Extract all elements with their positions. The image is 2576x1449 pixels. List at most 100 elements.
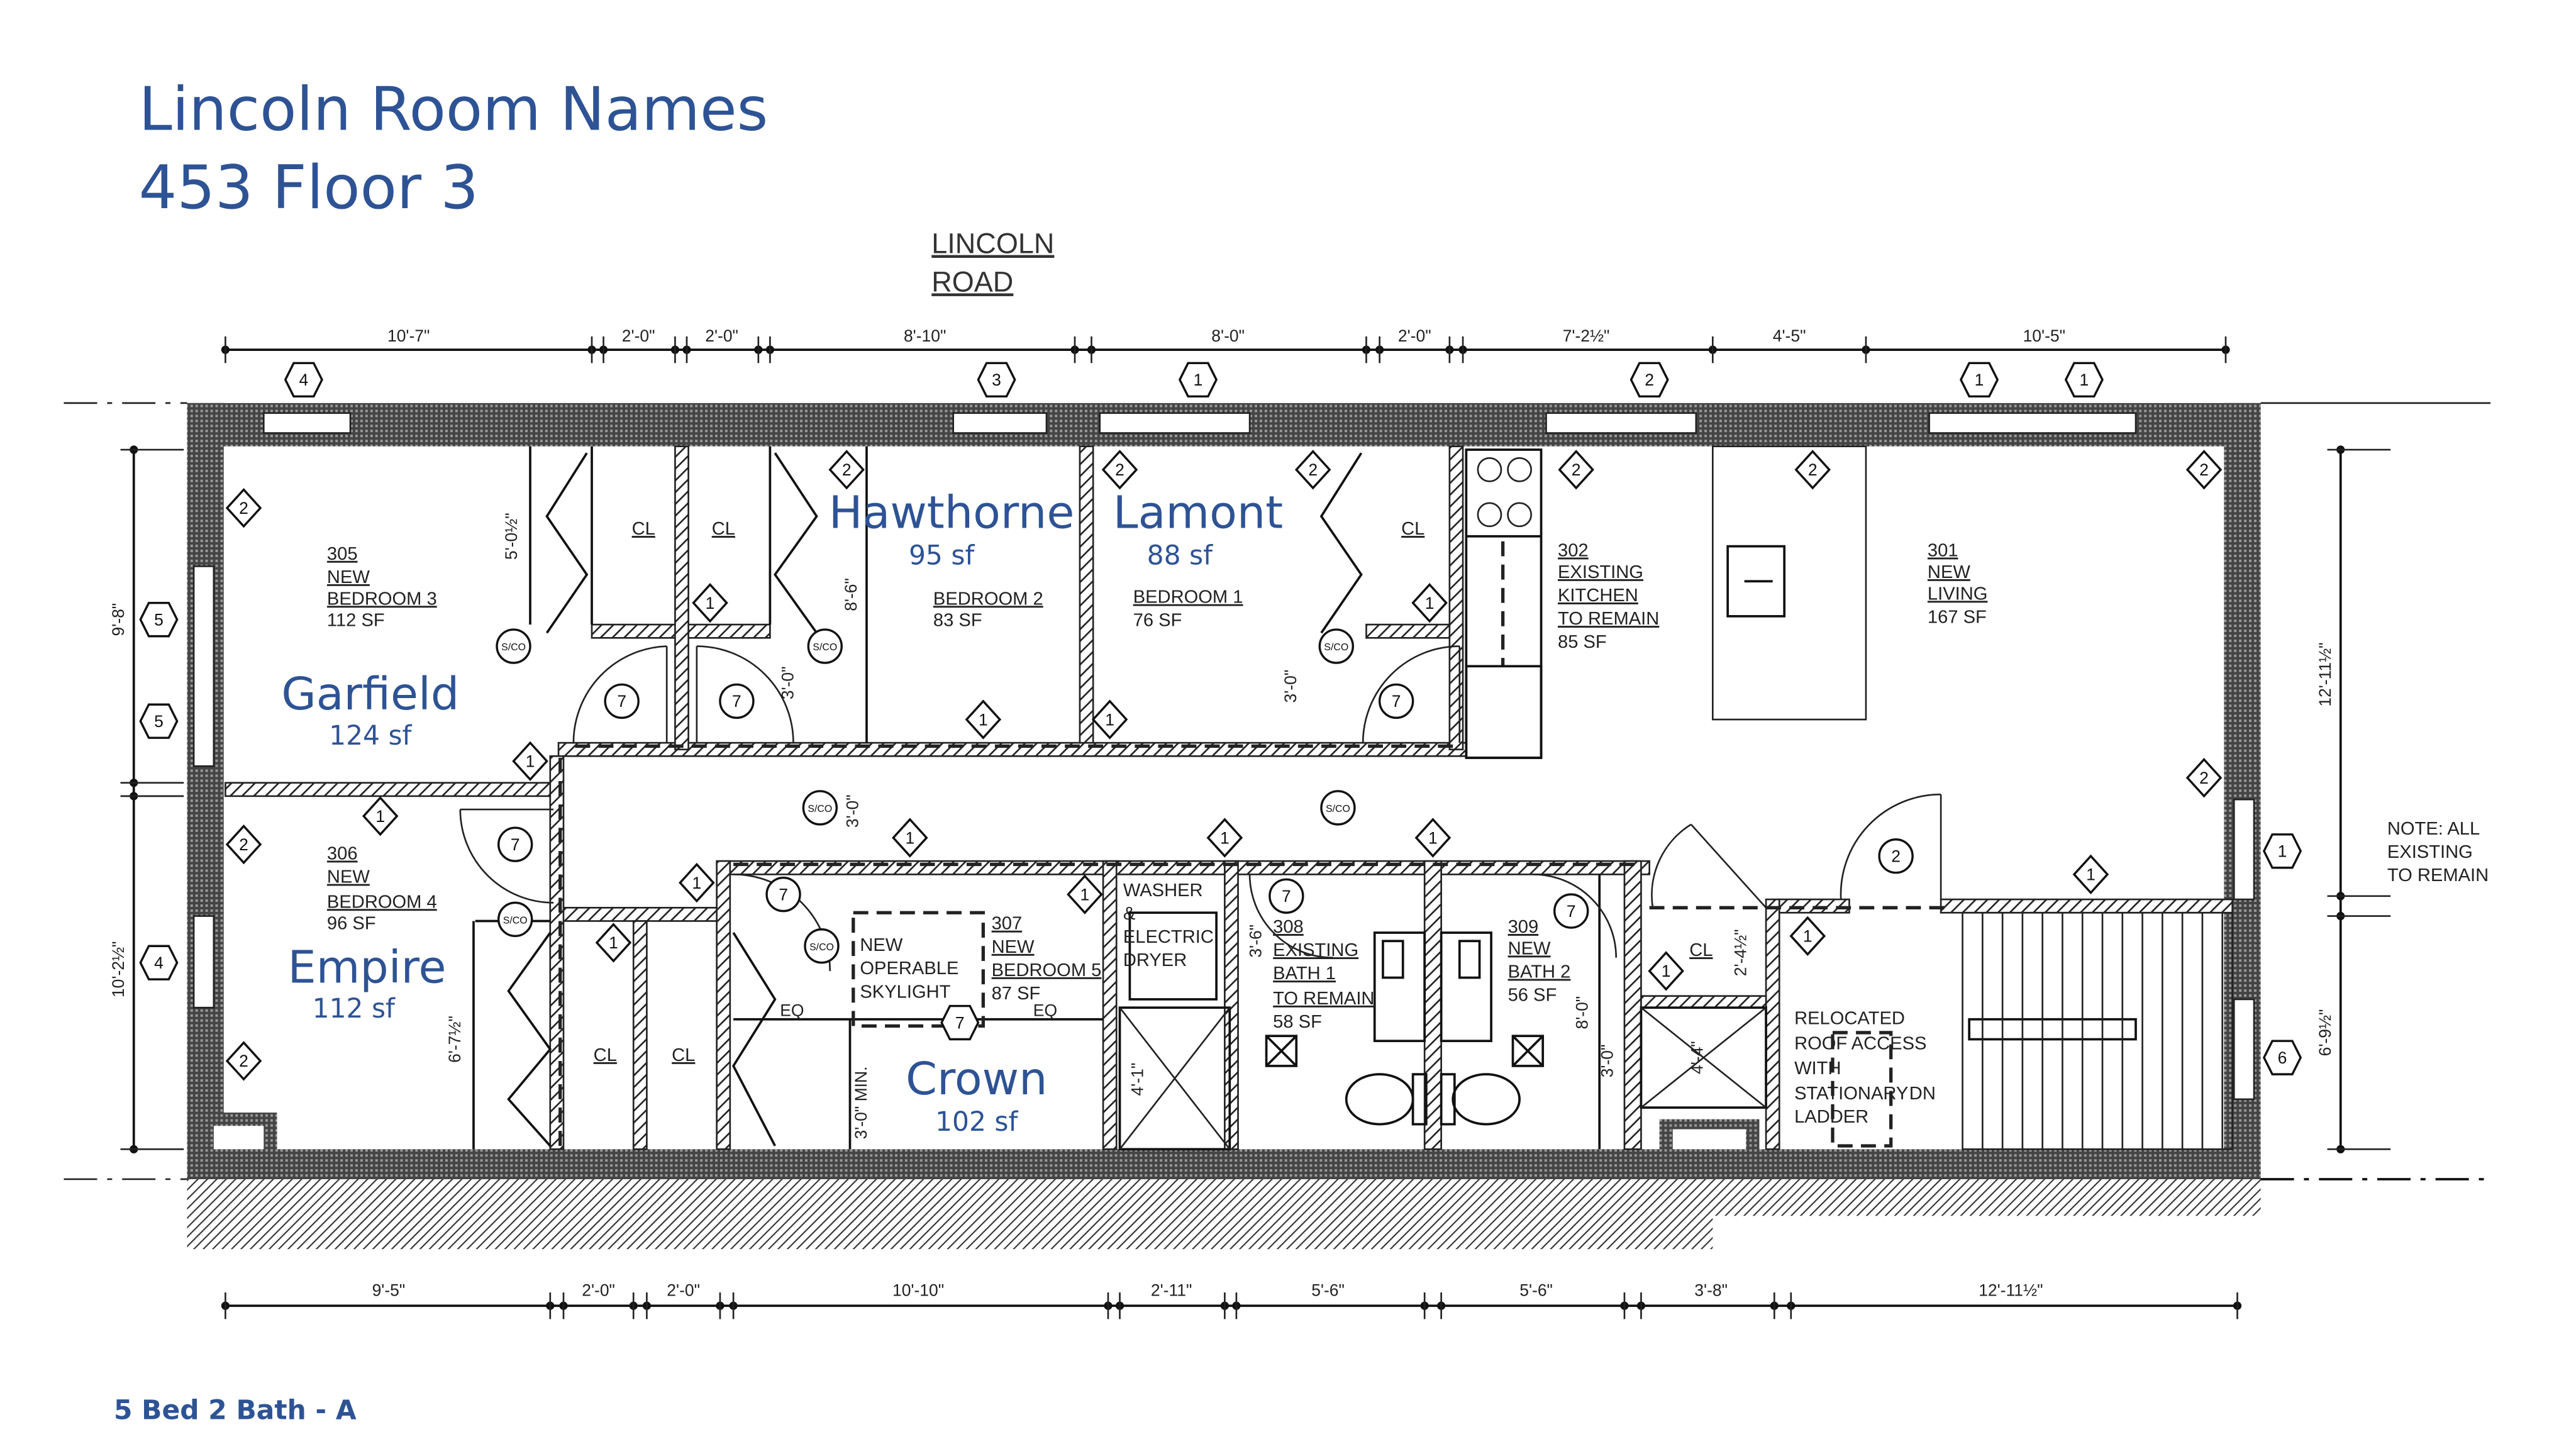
diamond-tag: 1 bbox=[512, 741, 548, 781]
tag-label: 1 bbox=[1428, 828, 1438, 847]
diamond-icon bbox=[225, 488, 262, 528]
diamond-icon bbox=[2185, 450, 2223, 490]
diamond-tag: 1 bbox=[2072, 854, 2109, 895]
hexagon-icon bbox=[2262, 833, 2302, 869]
plan-labels: 305 NEW BEDROOM 3 112 SF BEDROOM 2 83 SF… bbox=[327, 519, 2489, 1139]
bedroom1-name: BEDROOM 1 bbox=[1133, 587, 1243, 608]
hexagon-icon bbox=[940, 1004, 980, 1041]
smoke-detector-icon bbox=[497, 901, 533, 938]
bedroom5-status: NEW bbox=[992, 937, 1035, 957]
room-area-crown: 102 sf bbox=[935, 1106, 1018, 1137]
street-name-line1: LINCOLN bbox=[931, 228, 1054, 260]
tag-label: 2 bbox=[239, 835, 248, 854]
smoke-co-detector: S/CO bbox=[496, 628, 531, 664]
diamond-tag: 2 bbox=[828, 450, 865, 490]
hexagon-tag: 2 bbox=[1629, 362, 1669, 398]
dimension-label: 5'-6" bbox=[1519, 1280, 1553, 1299]
dimension-label: 9'-5" bbox=[372, 1280, 406, 1299]
circle-icon bbox=[497, 826, 533, 862]
circle-icon bbox=[1878, 838, 1914, 874]
living-name: LIVING bbox=[1928, 584, 1987, 604]
hexagon-tag: 6 bbox=[2262, 1040, 2302, 1075]
diamond-icon bbox=[1789, 916, 1826, 957]
interior-dimension-label: 3'-0" bbox=[843, 794, 862, 828]
hexagon-tag: 3 bbox=[977, 362, 1016, 398]
room-name-garfield: Garfield bbox=[281, 668, 459, 720]
smoke-detector-icon bbox=[804, 928, 840, 964]
diamond-tag: 1 bbox=[692, 582, 728, 623]
hexagon-tag: 1 bbox=[2064, 362, 2104, 398]
hexagon-icon bbox=[2262, 1040, 2302, 1075]
hexagon-tag: 4 bbox=[139, 945, 179, 980]
diamond-icon bbox=[828, 450, 865, 490]
bedroom4-sf: 96 SF bbox=[327, 914, 376, 934]
tag-label: 2 bbox=[239, 499, 248, 518]
tag-label: 7 bbox=[732, 692, 741, 711]
floor-drains bbox=[1265, 1035, 1545, 1067]
diamond-icon bbox=[362, 796, 399, 836]
interior-dimension-label: 8'-6" bbox=[841, 578, 860, 611]
bedroom5-name: BEDROOM 5 bbox=[992, 960, 1102, 980]
interior-dimension-label: 4'-4" bbox=[1687, 1041, 1706, 1074]
diamond-icon bbox=[1794, 450, 1831, 490]
bath2-number: 309 bbox=[1508, 917, 1539, 937]
circle-tag: 7 bbox=[604, 683, 640, 719]
property-lines bbox=[64, 402, 2491, 1180]
smoke-co-label: S/CO bbox=[813, 642, 837, 653]
diamond-tag: 1 bbox=[1091, 699, 1128, 740]
tag-label: 5 bbox=[154, 712, 164, 731]
closet-label: CL bbox=[594, 1045, 617, 1065]
diamond-tag: 2 bbox=[2185, 758, 2223, 798]
room-area-empire: 112 sf bbox=[313, 993, 396, 1024]
dimension-label: 10'-5" bbox=[2023, 326, 2065, 345]
chimney bbox=[200, 1113, 277, 1163]
diamond-tag: 1 bbox=[1414, 818, 1452, 858]
tag-label: 2 bbox=[2199, 460, 2209, 479]
vanities bbox=[1373, 931, 1492, 1043]
room-area-lamont: 88 sf bbox=[1147, 540, 1213, 571]
roof-access-label: LADDER bbox=[1794, 1107, 1868, 1127]
smoke-co-detector: S/CO bbox=[807, 628, 843, 664]
room-name-hawthorne: Hawthorne bbox=[829, 487, 1075, 539]
dimension-label: 2'-0" bbox=[582, 1280, 615, 1299]
shower-2 bbox=[1640, 1006, 1767, 1109]
smoke-detector-icon bbox=[1320, 790, 1356, 826]
smoke-co-label: S/CO bbox=[808, 804, 832, 814]
smoke-detector-icon bbox=[802, 790, 838, 826]
min-clearance-label: 3'-0" MIN. bbox=[852, 1066, 870, 1139]
washer-label: DRYER bbox=[1123, 950, 1187, 970]
tag-label: 1 bbox=[979, 710, 988, 729]
diamond-tag: 1 bbox=[1206, 818, 1243, 858]
diamond-icon bbox=[2072, 854, 2109, 895]
smoke-co-label: S/CO bbox=[809, 942, 834, 953]
hexagon-tag: 4 bbox=[284, 362, 323, 398]
hexagon-tag: 1 bbox=[2262, 833, 2302, 869]
diamond-tag: 1 bbox=[595, 923, 632, 963]
partition-lines bbox=[472, 446, 1950, 1150]
diamond-icon bbox=[1101, 450, 1138, 490]
diamond-tag: 1 bbox=[1648, 951, 1684, 991]
bath1-number: 308 bbox=[1273, 917, 1304, 937]
kitchen-sf: 85 SF bbox=[1558, 632, 1607, 652]
kitchen-counter bbox=[1465, 448, 1543, 759]
diamond-icon bbox=[1294, 450, 1331, 490]
tag-label: 2 bbox=[239, 1052, 248, 1070]
tag-label: 1 bbox=[609, 933, 618, 952]
stairs bbox=[1962, 911, 2233, 1150]
hexagon-icon bbox=[977, 362, 1016, 398]
living-status: NEW bbox=[1928, 562, 1970, 582]
interior-dimension-label: 5'-0½" bbox=[502, 513, 521, 560]
eq-label: EQ bbox=[780, 1001, 804, 1019]
tag-label: 1 bbox=[706, 594, 715, 613]
eq-label: EQ bbox=[1033, 1001, 1057, 1019]
diamond-icon bbox=[1414, 818, 1452, 858]
living-sf: 167 SF bbox=[1928, 607, 1987, 627]
roof-access-label: WITH bbox=[1794, 1058, 1841, 1079]
diamond-tag: 1 bbox=[1789, 916, 1826, 957]
hexagon-icon bbox=[139, 601, 179, 638]
dimension-label: 2'-0" bbox=[622, 326, 655, 345]
dimension-label: 12'-11½" bbox=[1979, 1280, 2043, 1299]
ground-hatch bbox=[187, 1179, 2261, 1216]
dimension-label: 6'-9½" bbox=[2316, 1009, 2334, 1057]
page-title: Lincoln Room Names bbox=[139, 75, 769, 145]
